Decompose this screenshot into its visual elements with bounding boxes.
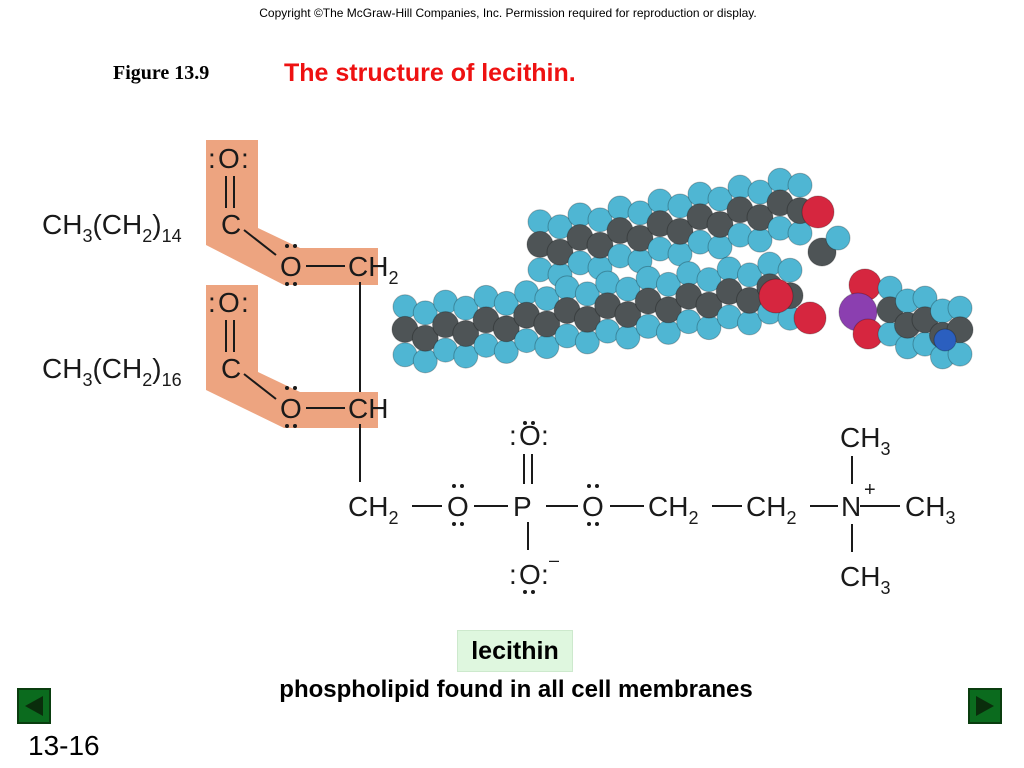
svg-text:CH3: CH3 [840,422,890,459]
svg-text:C: C [221,209,241,240]
atom [736,262,762,288]
svg-text:O: O [582,491,604,522]
svg-text:O: O [280,393,302,424]
atom [547,214,573,240]
svg-text:CH2: CH2 [746,491,796,528]
svg-text::: : [208,143,216,174]
phosphocholine-head-group: CH2 O P : O : : O : – O CH2 CH2 N + CH3 … [348,420,955,598]
atom [533,310,561,338]
atom [412,300,438,326]
atom [452,319,480,347]
term-description: phospholipid found in all cell membranes [279,676,753,703]
ester-highlight-2 [206,285,378,428]
atom [746,204,774,232]
previous-slide-button[interactable] [17,688,51,724]
svg-text::: : [509,559,517,590]
svg-text:P: P [513,491,532,522]
atom [492,315,520,343]
atom [453,295,479,321]
svg-text:CH2: CH2 [648,491,698,528]
svg-text:CH2: CH2 [348,251,398,288]
svg-text:O: O [519,420,541,451]
svg-text:CH3(CH2)16: CH3(CH2)16 [42,353,182,390]
svg-text::: : [241,143,249,174]
atom [667,193,693,219]
atom [411,324,439,352]
atom [666,217,694,245]
atom [801,195,835,229]
atom [695,291,723,319]
atom [586,231,614,259]
svg-text:CH: CH [348,393,388,424]
term-label: lecithin [471,637,559,665]
atom [534,286,560,312]
slide-number: 13-16 [28,730,100,761]
figure-label: Figure 13.9 [113,62,210,84]
triangle-right-icon [976,696,994,716]
atom [787,172,813,198]
svg-text::: : [241,287,249,318]
svg-text:N: N [841,491,861,522]
space-filling-model [391,167,974,374]
lecithin-structure-diagram: CH3(CH2)14 C : O : O CH2 CH3(CH2)16 C : … [42,140,974,598]
atom [933,328,957,352]
triangle-left-icon [25,696,43,716]
svg-text:CH2: CH2 [348,491,398,528]
svg-text:O: O [280,251,302,282]
atom [574,281,600,307]
svg-text:CH3: CH3 [905,491,955,528]
svg-text:O: O [218,287,240,318]
atom [707,186,733,212]
atom [546,238,574,266]
atom [627,200,653,226]
svg-text:CH3: CH3 [840,561,890,598]
svg-text:O: O [218,143,240,174]
svg-text::: : [541,559,549,590]
svg-text:C: C [221,353,241,384]
atom [654,296,682,324]
svg-text:+: + [864,479,876,501]
atom [493,290,519,316]
atom [696,267,722,293]
ester-highlight-1 [206,140,378,285]
atom [747,179,773,205]
svg-text::: : [509,420,517,451]
atom [825,225,851,251]
atom [573,305,601,333]
svg-text::: : [208,287,216,318]
atom [706,210,734,238]
atom [793,301,827,335]
fatty-acid-chain-1: CH3(CH2)14 C : O : O CH2 [42,143,398,288]
svg-text:–: – [549,550,559,570]
next-slide-button[interactable] [968,688,1002,724]
atom [614,301,642,329]
atom [655,271,681,297]
figure-title: The structure of lecithin. [284,59,576,87]
term-label-box: lecithin [457,630,573,672]
atom [758,278,794,314]
fatty-acid-chain-2: CH3(CH2)16 C : O : O CH [42,287,388,428]
atom [587,207,613,233]
svg-text:O: O [519,559,541,590]
svg-text:O: O [447,491,469,522]
atom [615,276,641,302]
copyright-notice: Copyright ©The McGraw-Hill Companies, In… [259,6,757,20]
svg-text:CH3(CH2)14: CH3(CH2)14 [42,209,182,246]
svg-text::: : [541,420,549,451]
atom [777,257,803,283]
atom [626,224,654,252]
